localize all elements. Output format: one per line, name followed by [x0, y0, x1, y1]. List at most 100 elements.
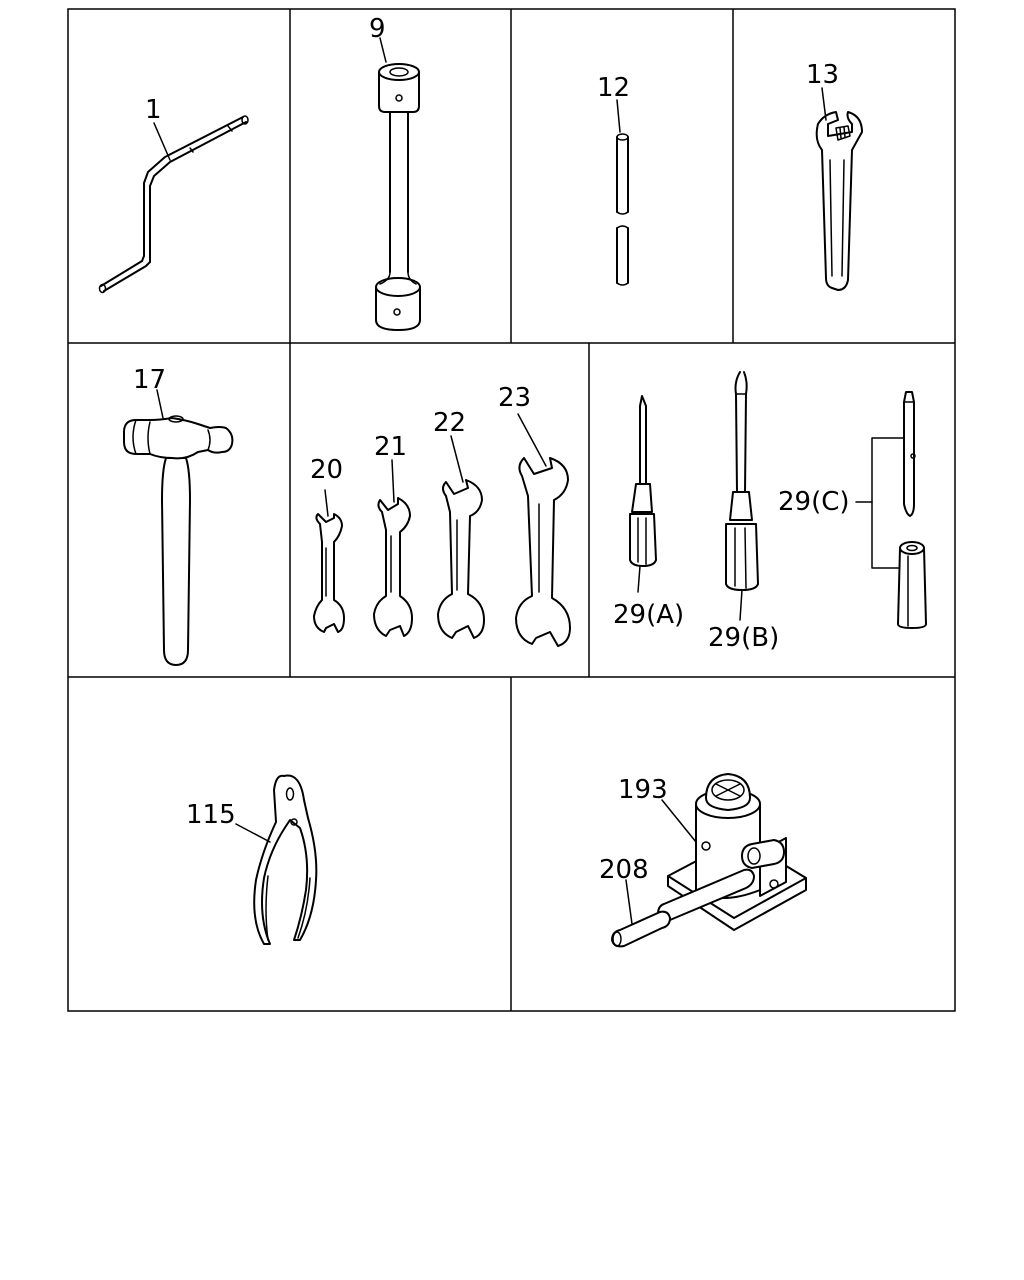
jack-release-valve [701, 841, 711, 851]
leader-29b [739, 589, 743, 621]
wrench-body [815, 111, 863, 291]
jack-handle-upper [657, 868, 755, 922]
bar-lower [616, 227, 629, 284]
wrench-21-body [373, 497, 413, 637]
hammer-handle [161, 457, 191, 666]
upper-socket-body [378, 72, 420, 113]
screwdriver-b-handle [725, 523, 759, 591]
lower-socket-hole [393, 308, 401, 316]
worm-thread-2 [843, 126, 846, 138]
leader-12 [616, 99, 621, 133]
screwdriver-29c: 29(C) [778, 391, 927, 629]
screwdriver-29a: 29(A) [613, 395, 684, 630]
bar-top-end [616, 133, 629, 141]
leader-21 [391, 459, 395, 503]
worm-thread-1 [839, 127, 842, 139]
hammer-wedge [168, 415, 184, 423]
callout-29a: 29(A) [613, 600, 684, 630]
wrench-20: 20 [310, 455, 345, 633]
leader-1 [153, 122, 171, 161]
part-17-hammer: 17 [123, 365, 234, 666]
crank-notch-2 [189, 147, 194, 153]
wrench-22-body [437, 479, 485, 639]
hammer-face [132, 419, 137, 455]
leader-20 [324, 489, 329, 517]
crank-tip [241, 115, 249, 125]
leader-208 [625, 879, 633, 925]
screwdriver-a-handle [629, 513, 657, 567]
callout-20: 20 [310, 455, 343, 485]
leader-17 [156, 389, 164, 419]
callout-22: 22 [433, 408, 466, 438]
callout-21: 21 [374, 432, 407, 462]
callout-193: 193 [618, 775, 668, 805]
pliers-body [253, 774, 318, 945]
upper-socket-bore [389, 67, 409, 77]
wrench-23-body [515, 457, 571, 647]
wrench-20-body [313, 513, 345, 633]
upper-socket-hole [395, 94, 403, 102]
wrench-handle-slot [829, 159, 845, 277]
callout-13: 13 [806, 60, 839, 90]
leader-22 [450, 435, 464, 483]
bar-upper [616, 136, 629, 213]
jack-pump-socket-bore [747, 847, 761, 865]
bracket-29c [871, 437, 905, 569]
part-29-screwdrivers: 29(A) 29(B) 29(C) [613, 371, 927, 653]
crank-end [98, 283, 107, 294]
callout-12: 12 [597, 73, 630, 103]
crank-rod-inner [100, 116, 244, 287]
screwdriver-c-handle [897, 547, 927, 629]
screwdriver-b-ferrule [729, 491, 753, 521]
screwdriver-29b: 29(B) [708, 371, 779, 653]
screwdriver-c-handle-top [899, 541, 925, 555]
jack-ram-cap [711, 779, 745, 801]
callout-29b: 29(B) [708, 623, 779, 653]
part-12-bar: 12 [597, 73, 630, 286]
screwdriver-c-bit-ball [910, 453, 916, 459]
pliers-handle-edge-left [265, 875, 269, 941]
jack-pump-pin [769, 879, 779, 889]
leader-115 [235, 823, 271, 843]
leader-23 [517, 413, 547, 467]
jack-cap-mark-2 [715, 783, 741, 797]
part-9-box-wrench: 9 [369, 14, 421, 331]
hammer-head [123, 417, 234, 460]
callout-17: 17 [133, 365, 166, 395]
screwdriver-c-socket [906, 544, 918, 552]
leader-29a [637, 565, 641, 593]
screwdriver-c-bit [903, 391, 915, 517]
crank-rod-outer [103, 121, 247, 292]
leader-13 [821, 87, 827, 121]
lower-socket-top [375, 277, 421, 297]
callout-29c: 29(C) [778, 487, 850, 517]
wrench-shaft [389, 111, 409, 273]
panel-grid [67, 8, 956, 1012]
screwdriver-a-shaft [639, 395, 647, 485]
upper-socket-top [378, 63, 420, 81]
wrench-22: 22 [433, 408, 485, 639]
screwdriver-b-blade [734, 371, 748, 493]
jack-pump-socket [741, 839, 785, 869]
bar-break-lower [616, 225, 629, 229]
hammer-ball-neck [207, 429, 211, 451]
pliers-jaw-gap [285, 787, 295, 801]
wrench-21: 21 [373, 432, 413, 637]
part-13-adjustable-wrench: 13 [806, 60, 863, 291]
jack-handle-end [612, 931, 622, 947]
callout-23: 23 [498, 383, 531, 413]
leader-9 [379, 37, 387, 63]
screwdriver-b-flute-2 [744, 527, 747, 589]
pliers-pivot [290, 818, 298, 826]
bar-bottom-end [616, 282, 629, 286]
crank-notch [227, 125, 233, 132]
jack-handle-lower [611, 910, 671, 948]
bar-break-upper [616, 211, 629, 215]
hammer-face-edge [147, 421, 151, 455]
shaft-flare [379, 271, 417, 285]
parts-193-208-bottle-jack: 193 208 [599, 773, 807, 948]
part-1-crank-handle: 1 [98, 95, 249, 294]
wrench-23: 23 [498, 383, 571, 647]
callout-1: 1 [145, 95, 162, 125]
